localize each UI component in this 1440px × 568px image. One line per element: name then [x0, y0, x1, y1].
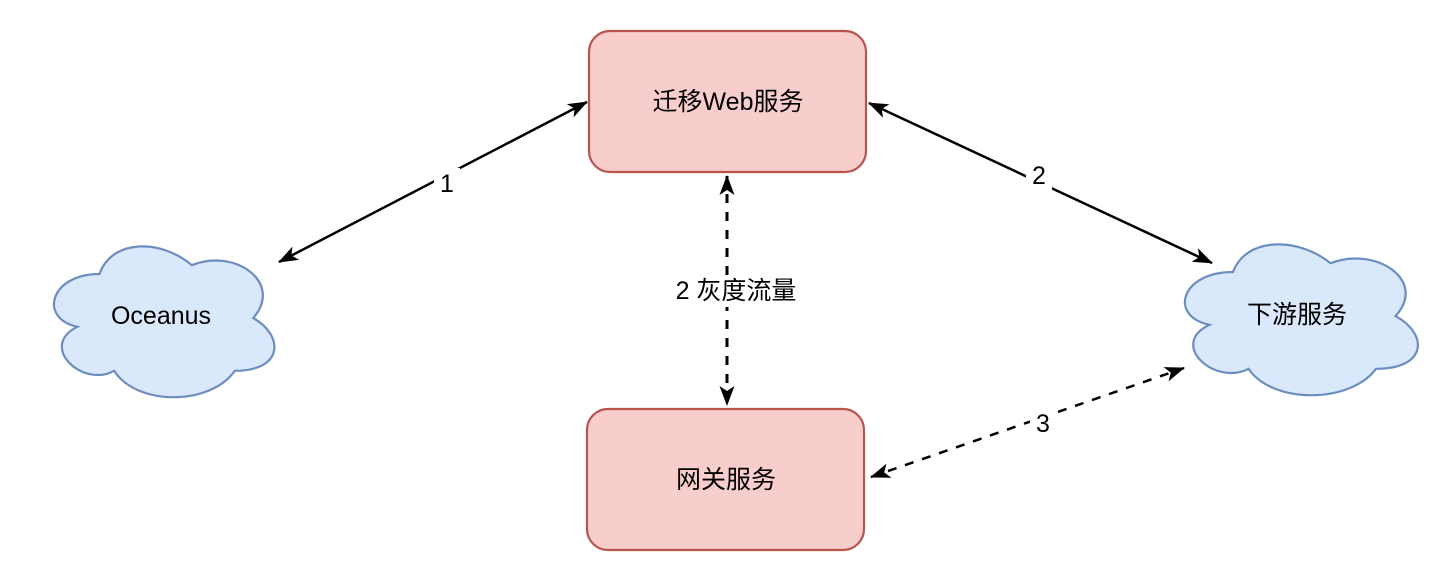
node-label-oceanus: Oceanus	[110, 302, 212, 330]
edge-label-3: 3	[1030, 408, 1056, 440]
node-label-downstream: 下游服务	[1246, 301, 1348, 329]
node-oceanus-cloud	[54, 246, 274, 397]
edge-label-2: 2	[1026, 160, 1052, 192]
node-gateway-box	[585, 407, 866, 552]
node-downstream-cloud	[1185, 244, 1418, 395]
node-label-gateway: 网关服务	[675, 466, 777, 494]
edge-oceanus-migration	[278, 100, 588, 264]
edge-label-1: 1	[434, 168, 460, 200]
node-migration-web-box	[587, 29, 868, 174]
edge-gateway-downstream	[870, 366, 1185, 479]
node-label-migration-web: 迁移Web服务	[652, 88, 804, 116]
edge-label-gray-traffic: 2 灰度流量	[669, 275, 803, 307]
